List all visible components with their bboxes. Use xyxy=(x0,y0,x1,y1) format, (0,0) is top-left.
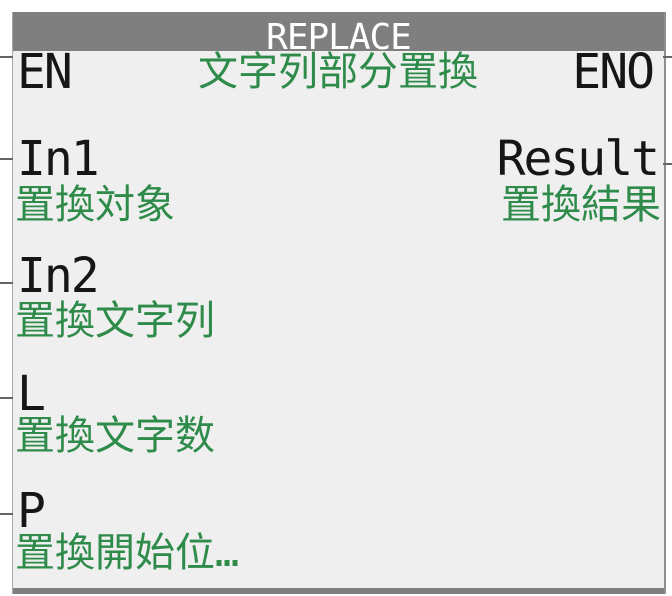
input-pin-stub-l[interactable] xyxy=(0,397,13,399)
function-block-subtitle-comment: 文字列部分置換 xyxy=(198,49,478,95)
input-pin-label-p: P xyxy=(17,483,46,539)
input-pin-label-l: L xyxy=(17,366,46,422)
function-block-header-bar[interactable] xyxy=(13,12,664,51)
input-pin-label-in2: In2 xyxy=(17,248,100,304)
input-pin-label-in1: In1 xyxy=(17,131,100,187)
input-pin-comment-p: 置換開始位… xyxy=(15,530,240,576)
output-pin-stub-eno[interactable] xyxy=(663,56,672,58)
input-pin-stub-in2[interactable] xyxy=(0,282,13,284)
output-pin-stub-result[interactable] xyxy=(663,163,672,165)
function-block-footer-bar xyxy=(13,588,664,594)
input-pin-stub-in1[interactable] xyxy=(0,158,13,160)
replace-function-block[interactable]: REPLACE 文字列部分置換 EN In1 In2 L P ENO Resul… xyxy=(12,12,666,594)
input-pin-stub-p[interactable] xyxy=(0,513,13,515)
output-pin-comment-result: 置換結果 xyxy=(501,182,661,228)
function-block-title: REPLACE xyxy=(266,17,412,58)
input-pin-comment-in2: 置換文字列 xyxy=(15,298,215,344)
input-pin-comment-l: 置換文字数 xyxy=(15,413,215,459)
output-pin-label-result: Result xyxy=(496,131,660,187)
output-pin-label-eno: ENO xyxy=(572,44,655,100)
input-pin-label-en: EN xyxy=(17,44,73,100)
input-pin-stub-en[interactable] xyxy=(0,56,13,58)
input-pin-comment-in1: 置換対象 xyxy=(15,182,175,228)
